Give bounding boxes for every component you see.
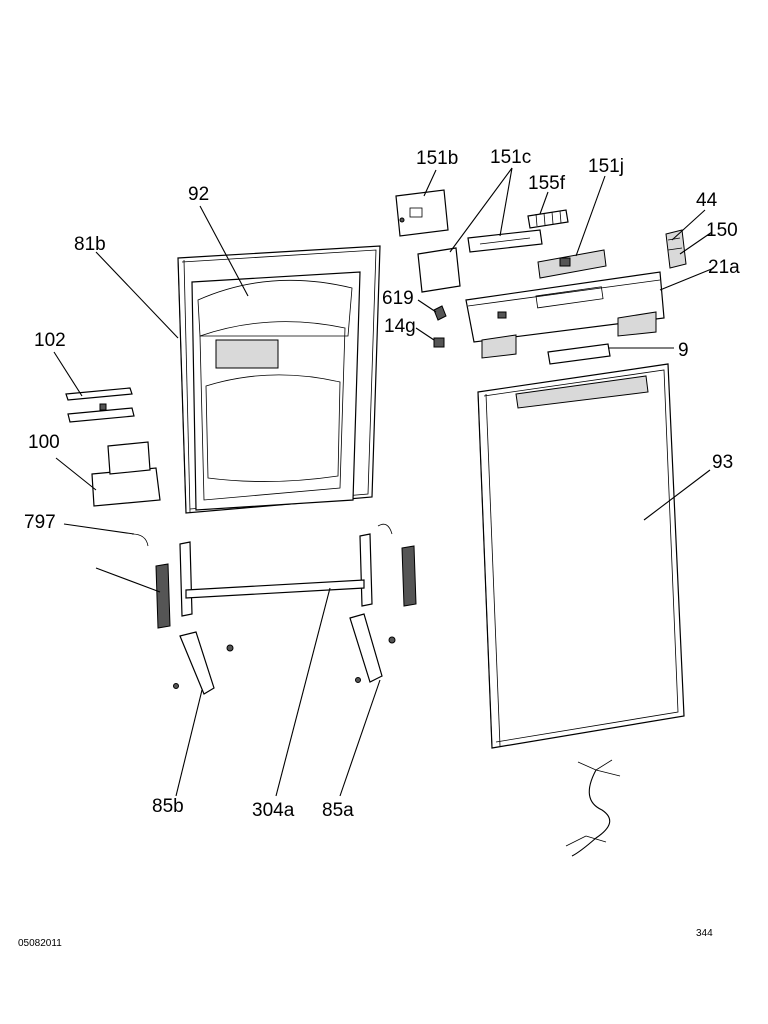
footer-code: 05082011 xyxy=(18,938,62,949)
callout-92: 92 xyxy=(188,184,209,205)
callout-85a: 85a xyxy=(322,800,354,821)
inner-door-panel xyxy=(177,245,381,514)
callout-102: 102 xyxy=(34,330,66,351)
part-619 xyxy=(433,305,447,321)
wire-harness xyxy=(565,759,621,857)
part-14g xyxy=(433,337,445,348)
display-strip-151c xyxy=(467,229,543,253)
callout-155f: 155f xyxy=(528,173,566,194)
callout-151b: 151b xyxy=(416,148,458,169)
callout-9: 9 xyxy=(678,340,689,361)
hinge-assembly xyxy=(131,523,417,695)
control-board-151b xyxy=(395,189,449,237)
footer-page-number: 344 xyxy=(696,928,713,939)
door-latch-44-150 xyxy=(665,229,687,269)
bracket-151j xyxy=(537,249,607,279)
callout-304a: 304a xyxy=(252,800,295,821)
leader-lines xyxy=(53,167,715,797)
callout-21a: 21a xyxy=(708,257,740,278)
buttons-155f xyxy=(527,209,569,229)
callout-44: 44 xyxy=(696,190,718,211)
callout-619: 619 xyxy=(382,288,414,309)
callout-81b: 81b xyxy=(74,234,106,255)
callout-797: 797 xyxy=(24,512,56,533)
callout-151j: 151j xyxy=(588,156,624,177)
module-100 xyxy=(91,441,161,507)
callout-85b: 85b xyxy=(152,796,184,817)
keypad-strip-9 xyxy=(547,343,611,365)
control-panel-21a xyxy=(465,271,665,359)
outer-door-panel-93 xyxy=(477,363,685,749)
callout-14g: 14g xyxy=(384,316,416,337)
board-151c-small xyxy=(417,247,461,293)
callout-100: 100 xyxy=(28,432,60,453)
brackets-102 xyxy=(65,387,135,423)
callout-150: 150 xyxy=(706,220,738,241)
callout-93: 93 xyxy=(712,452,733,473)
callout-151c: 151c xyxy=(490,147,531,168)
